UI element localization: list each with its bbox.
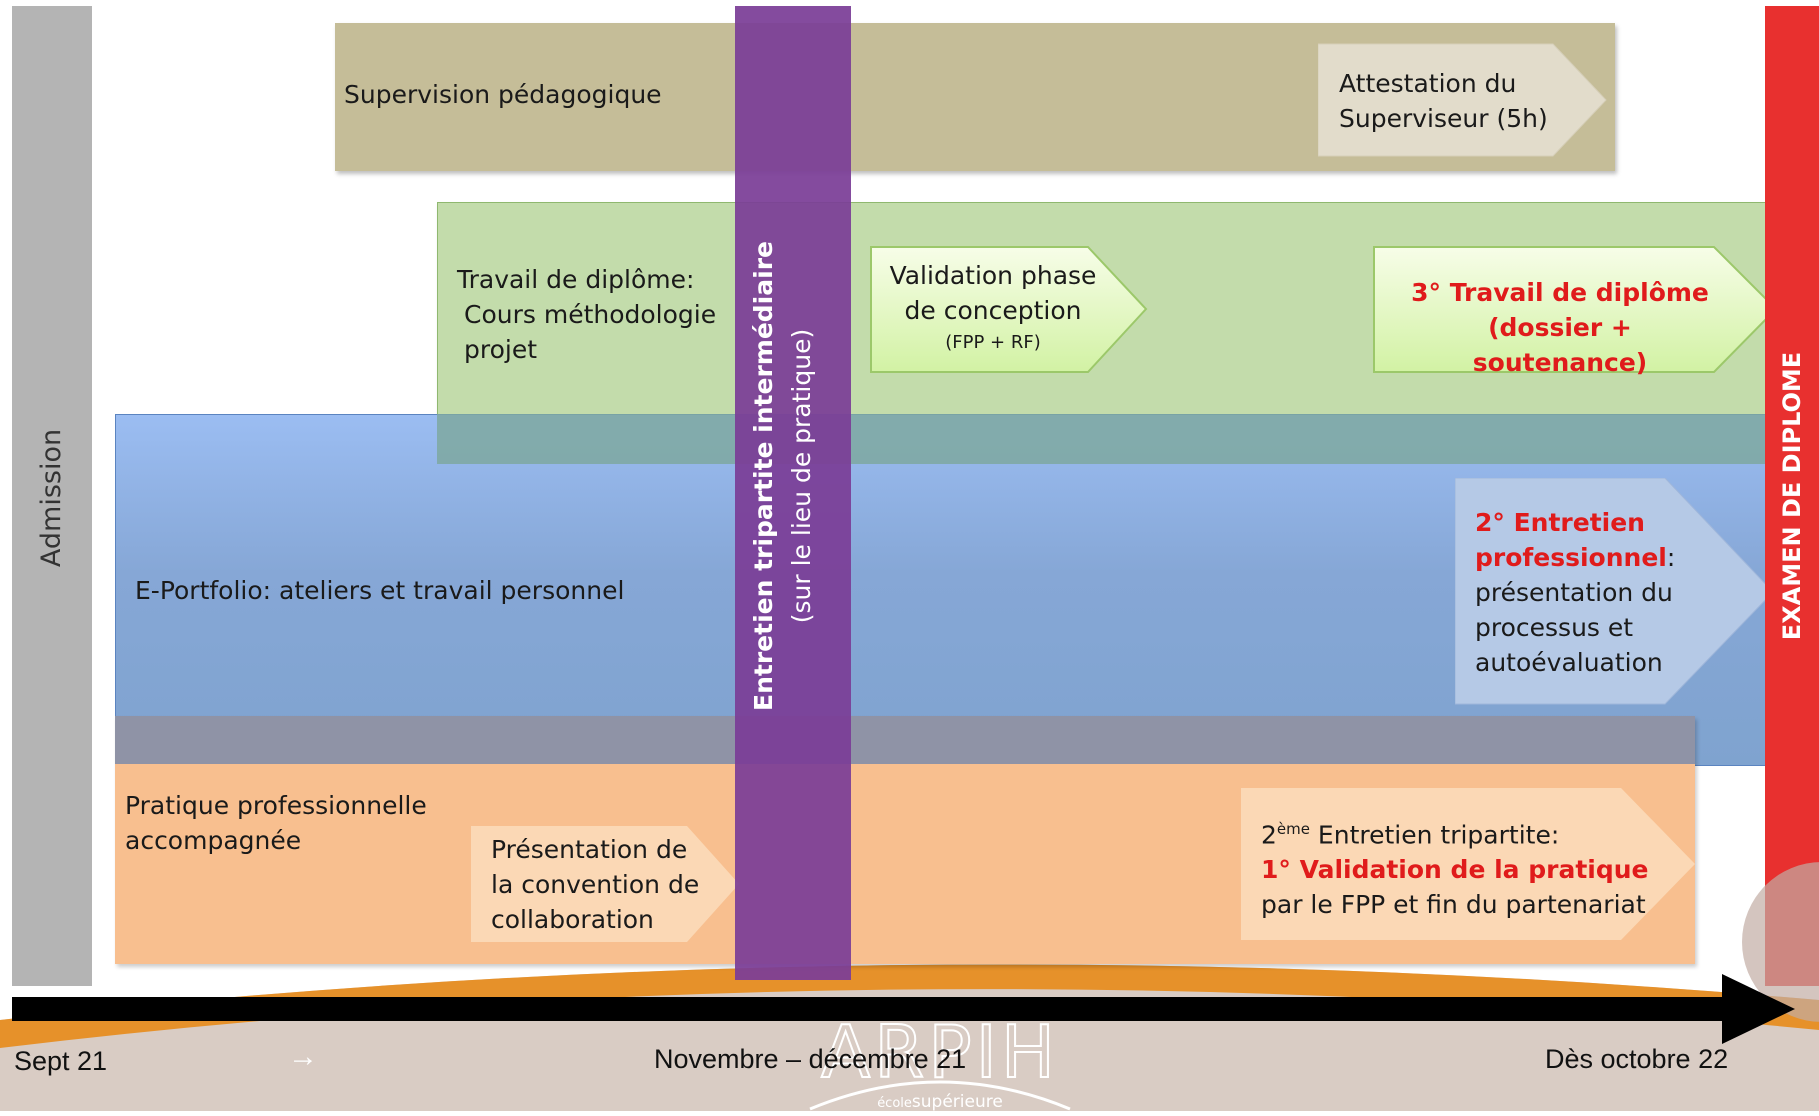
supervision-attestation-text: Attestation du Superviseur (5h) [1339, 69, 1548, 133]
convention-arrow [471, 826, 739, 942]
professional-interview-text: 2° Entretien professionnel: présentation… [1475, 508, 1676, 677]
arpih-logo-tagline: écolesupérieure [877, 1092, 1003, 1111]
timeline-arrow-glyph: → [288, 1040, 318, 1073]
diploma-portfolio-overlap [437, 414, 1767, 464]
validation-conception-arrow [870, 246, 1148, 373]
supervision-title: Supervision pédagogique [344, 80, 662, 109]
portfolio-title: E-Portfolio: ateliers et travail personn… [135, 576, 625, 605]
timeline-start: Sept 21 [14, 1046, 108, 1076]
tripartite-validation-arrow [1241, 788, 1695, 940]
arpih-logo-graphic: ARPIH écolesupérieure [809, 1009, 1071, 1112]
diploma-title: Travail de diplôme: Cours méthodologie p… [457, 265, 717, 364]
intermediate-interview-label: Entretien tripartite intermédiaire (sur … [749, 241, 816, 711]
admission-label: Admission [36, 428, 67, 568]
arpih-logo-name: ARPIH [821, 1015, 1059, 1094]
portfolio-practice-overlap [115, 716, 1695, 764]
timeline-end: Dès octobre 22 [1545, 1044, 1729, 1074]
arpih-logo: ARPIH écolesupérieure [790, 1009, 1090, 1112]
timeline-arrow [12, 974, 1795, 1044]
convention-text: Présentation de la convention de collabo… [491, 835, 700, 934]
final-diploma-text: 3° Travail de diplôme (dossier + soutena… [1411, 278, 1709, 377]
admission-bar [12, 6, 92, 986]
professional-interview-arrow [1455, 478, 1774, 705]
supervision-attestation-arrow [1318, 43, 1607, 157]
validation-conception-text: Validation phase de conception (FPP + RF… [889, 261, 1097, 353]
exam-label: EXAMEN DE DIPLOME [1778, 351, 1806, 641]
tripartite-validation-text: 2ème Entretien tripartite: 1° Validation… [1261, 820, 1649, 920]
exam-bar [1765, 6, 1819, 986]
timeline-middle: Novembre – décembre 21 [654, 1044, 967, 1074]
final-diploma-arrow [1373, 246, 1778, 373]
intermediate-interview-column [735, 6, 851, 980]
practice-title: Pratique professionnelle accompagnée [125, 791, 427, 855]
